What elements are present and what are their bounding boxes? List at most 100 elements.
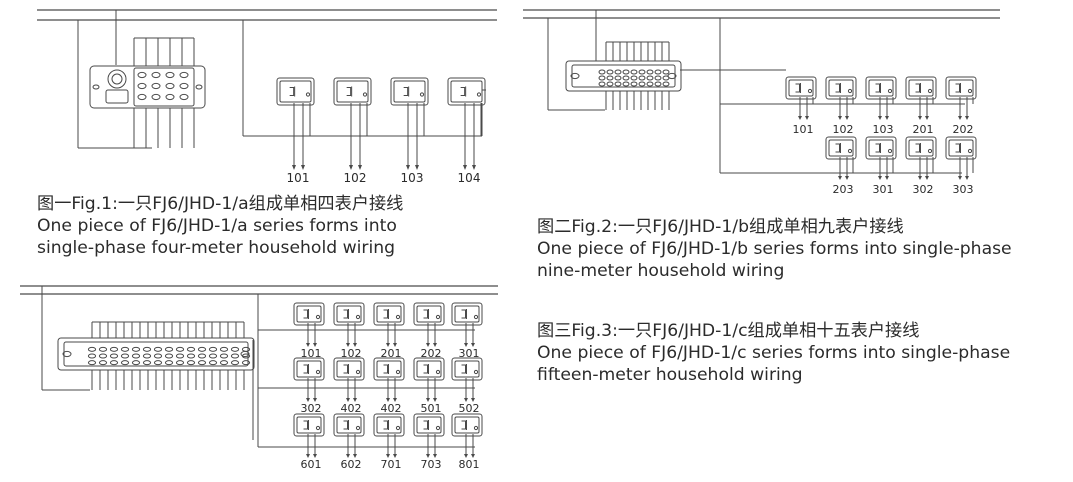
terminal-screw-icon [109, 360, 119, 366]
figure-3-caption-line3: fifteen-meter household wiring [537, 365, 803, 385]
terminal-screw-icon [179, 82, 189, 90]
output-arrow-icon [393, 343, 397, 347]
meter-symbol [451, 413, 483, 437]
meter-number-label: 703 [421, 458, 442, 471]
terminal-screw-icon [230, 346, 240, 352]
terminal-screw-icon [179, 93, 189, 101]
terminal-screw-icon [98, 360, 108, 366]
meter-inner-box [279, 80, 312, 103]
meter-coil-glyph [303, 420, 308, 430]
meter-coil-glyph [461, 420, 466, 430]
output-arrow-icon [426, 454, 430, 458]
output-arrow-icon [426, 343, 430, 347]
output-arrow-icon [464, 343, 468, 347]
meter-terminal-dot [315, 425, 321, 431]
figure-2-caption: 图二Fig.2:一只FJ6/JHD-1/b组成单相九表户接线 One piece… [537, 216, 1012, 282]
meter-number-label: 102 [341, 347, 362, 360]
output-arrow-icon [471, 454, 475, 458]
meter-coil-glyph [403, 87, 409, 96]
meter-number-label: 402 [381, 402, 402, 415]
meter-terminal-dot [315, 369, 321, 375]
terminal-screw-icon [606, 69, 614, 75]
meter-number-label: 201 [913, 123, 934, 136]
terminal-screw-icon [662, 69, 670, 75]
terminal-screw-icon [606, 75, 614, 81]
terminal-screw-icon [142, 346, 152, 352]
output-arrow-icon [415, 165, 419, 170]
output-arrow-icon [346, 398, 350, 402]
terminal-screw-icon [630, 81, 638, 87]
meter-number-label: 402 [341, 402, 362, 415]
breaker-circle-icon [107, 69, 127, 89]
meter-coil-glyph [460, 87, 466, 96]
meter-terminal-dot [435, 425, 441, 431]
meter-coil-glyph [289, 87, 295, 96]
terminal-screw-icon [109, 353, 119, 359]
meter-symbol [413, 357, 445, 381]
mounting-hole-icon [62, 350, 72, 358]
output-arrow-icon [406, 165, 410, 170]
output-arrow-icon [838, 116, 842, 120]
terminal-screw-icon [197, 346, 207, 352]
meter-number-label: 602 [341, 458, 362, 471]
meter-coil-glyph [423, 420, 428, 430]
meter-number-label: 601 [301, 458, 322, 471]
terminal-screw-icon [662, 75, 670, 81]
figure-1-caption: 图一Fig.1:一只FJ6/JHD-1/a组成单相四表户接线 One piece… [37, 193, 403, 259]
output-arrow-icon [433, 398, 437, 402]
terminal-screw-icon [120, 353, 130, 359]
terminal-screw-icon [137, 93, 147, 101]
meter-number-label: 203 [833, 183, 854, 196]
terminal-block [57, 337, 255, 371]
output-arrow-icon [301, 165, 305, 170]
meter-terminal-dot [355, 425, 361, 431]
output-arrow-icon [918, 116, 922, 120]
meter-coil-glyph [955, 83, 960, 93]
meter-terminal-dot [435, 369, 441, 375]
meter-terminal-dot [355, 369, 361, 375]
terminal-screw-icon [662, 81, 670, 87]
output-arrow-icon [464, 398, 468, 402]
terminal-screw-icon [241, 353, 251, 359]
meter-coil-glyph [343, 309, 348, 319]
meter-terminal-dot [807, 88, 813, 94]
terminal-screw-panel [133, 67, 195, 107]
meter-symbol [865, 76, 897, 100]
terminal-screw-icon [197, 360, 207, 366]
meter-coil-glyph [461, 364, 466, 374]
meter-symbol [333, 302, 365, 326]
terminal-screw-icon [219, 353, 229, 359]
figure-1-caption-title: 图一Fig.1:一只FJ6/JHD-1/a组成单相四表户接线 [37, 194, 404, 214]
meter-symbol [905, 136, 937, 160]
output-arrow-icon [292, 165, 296, 170]
meter-number-label: 202 [953, 123, 974, 136]
output-arrow-icon [471, 343, 475, 347]
output-arrow-icon [346, 343, 350, 347]
meter-number-label: 301 [459, 347, 480, 360]
meter-coil-glyph [346, 87, 352, 96]
terminal-screw-icon [131, 346, 141, 352]
meter-number-label: 302 [301, 402, 322, 415]
figure-3-caption: 图三Fig.3:一只FJ6/JHD-1/c组成单相十五表户接线 One piec… [537, 320, 1010, 386]
meter-symbol [333, 77, 372, 106]
figure-2-caption-title: 图二Fig.2:一只FJ6/JHD-1/b组成单相九表户接线 [537, 217, 904, 237]
terminal-screw-icon [151, 93, 161, 101]
terminal-screw-icon [109, 346, 119, 352]
terminal-screw-icon [137, 82, 147, 90]
terminal-screw-icon [165, 82, 175, 90]
terminal-screw-icon [646, 69, 654, 75]
meter-terminal-dot [362, 92, 368, 97]
meter-terminal-dot [473, 369, 479, 375]
terminal-screw-icon [208, 360, 218, 366]
output-arrow-icon [313, 343, 317, 347]
meter-coil-glyph [343, 364, 348, 374]
terminal-screw-icon [614, 69, 622, 75]
meter-symbol [825, 76, 857, 100]
meter-symbol [276, 77, 315, 106]
terminal-screw-icon [98, 346, 108, 352]
meter-symbol [945, 136, 977, 160]
output-arrow-icon [805, 116, 809, 120]
